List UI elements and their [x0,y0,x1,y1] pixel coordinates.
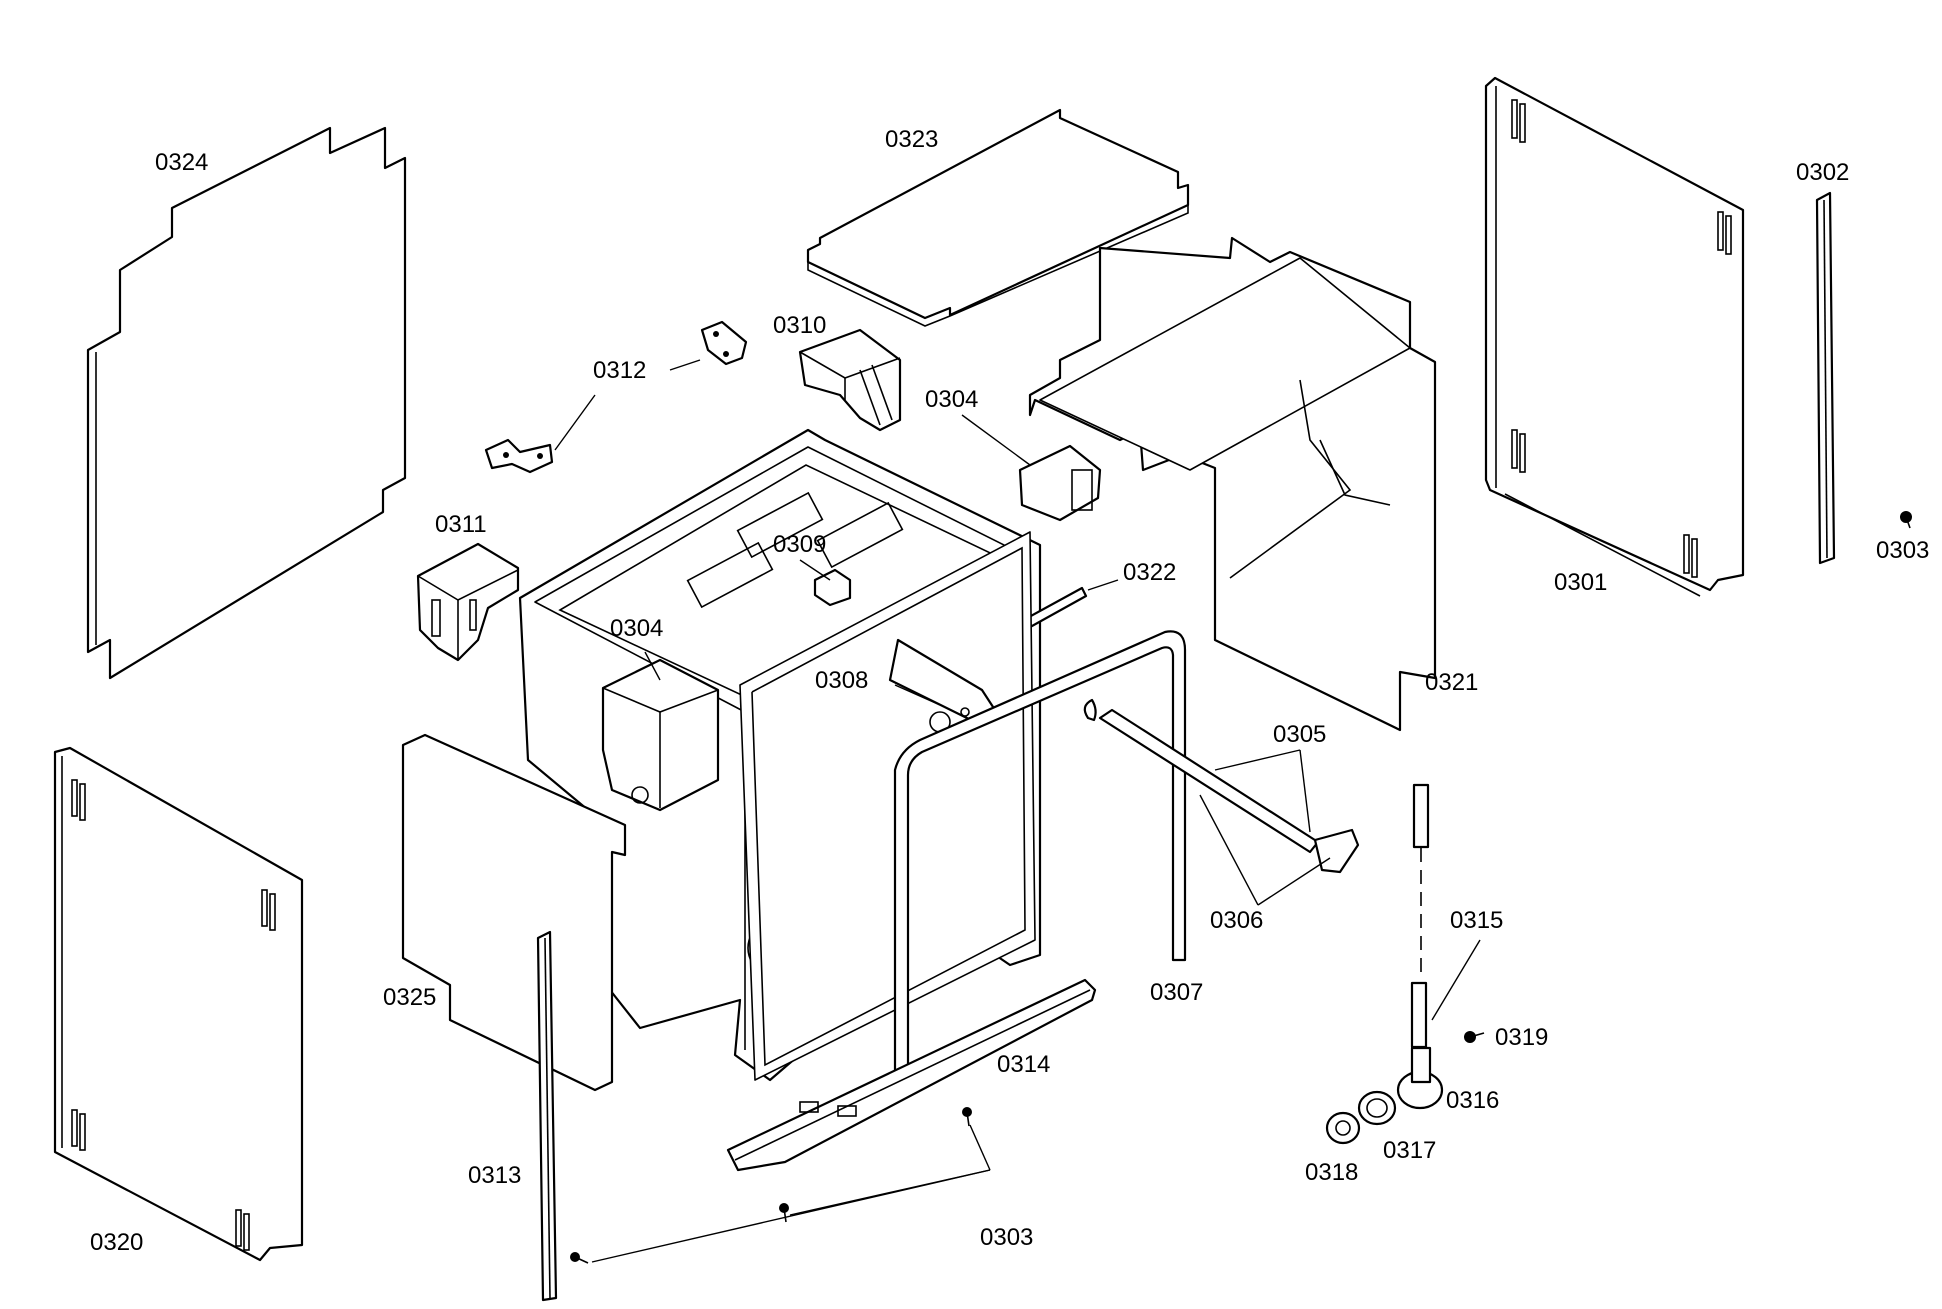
part-0317-ring [1357,1090,1397,1126]
callout-0301: 0301 [1554,569,1607,596]
callout-0308: 0308 [815,667,868,694]
part-0312-hinge-bracket-lower [484,438,554,474]
part-0303-screw [1900,511,1912,529]
callout-0321: 0321 [1425,669,1478,696]
callout-0307: 0307 [1150,979,1203,1006]
part-0321-rear-panel [1028,236,1437,732]
part-0303-screw-a [962,1107,972,1127]
callout-0304-front: 0304 [610,615,663,642]
part-0302-trim-strip [1815,191,1836,565]
callout-0313: 0313 [468,1162,521,1189]
callout-0319: 0319 [1495,1024,1548,1051]
leader-lines [554,359,1481,1263]
callout-0325: 0325 [383,984,436,1011]
callout-0311: 0311 [435,511,487,538]
callout-0324: 0324 [155,149,208,176]
callout-0303-bottom: 0303 [980,1224,1033,1251]
part-0315-spring-rod [1410,783,1430,1049]
callout-0315: 0315 [1450,907,1503,934]
part-0318-cap [1325,1111,1361,1145]
part-0314-kick-plate [726,978,1097,1172]
part-0324-side-panel [86,126,407,680]
callout-0304-rear: 0304 [925,386,978,413]
part-0311-bracket [416,542,520,662]
callout-0323: 0323 [885,126,938,153]
part-0309-clip [813,568,852,607]
part-0310-bracket [798,328,902,432]
part-0313-trim-strip [536,930,558,1302]
part-0323-top-panel [806,108,1190,327]
callout-0316: 0316 [1446,1087,1499,1114]
part-0304-bracket-front [601,658,720,812]
part-door-frame [739,531,1036,1081]
part-0316-valve-housing [1396,1046,1444,1110]
part-0319-screw [1464,1031,1485,1043]
part-0303-screw-b [779,1203,789,1223]
callout-0310: 0310 [773,312,826,339]
part-0301-side-panel [1484,76,1745,597]
callout-0322: 0322 [1123,559,1176,586]
callout-0303-right: 0303 [1876,537,1929,564]
part-0304-bracket-rear [1018,444,1102,522]
part-0320-side-panel [53,746,304,1262]
part-0325-side-panel [401,733,627,1092]
callout-0312: 0312 [593,357,646,384]
callout-0317: 0317 [1383,1137,1436,1164]
callout-0306: 0306 [1210,907,1263,934]
callout-0318: 0318 [1305,1159,1358,1186]
callout-0309: 0309 [773,531,826,558]
part-0303-screw-c [570,1252,589,1264]
callout-0314: 0314 [997,1051,1050,1078]
part-0307-guide-rail [893,630,1187,1092]
part-0312-hinge-bracket-upper [700,320,748,366]
callout-0305: 0305 [1273,721,1326,748]
callout-0302: 0302 [1796,159,1849,186]
callout-0320: 0320 [90,1229,143,1256]
